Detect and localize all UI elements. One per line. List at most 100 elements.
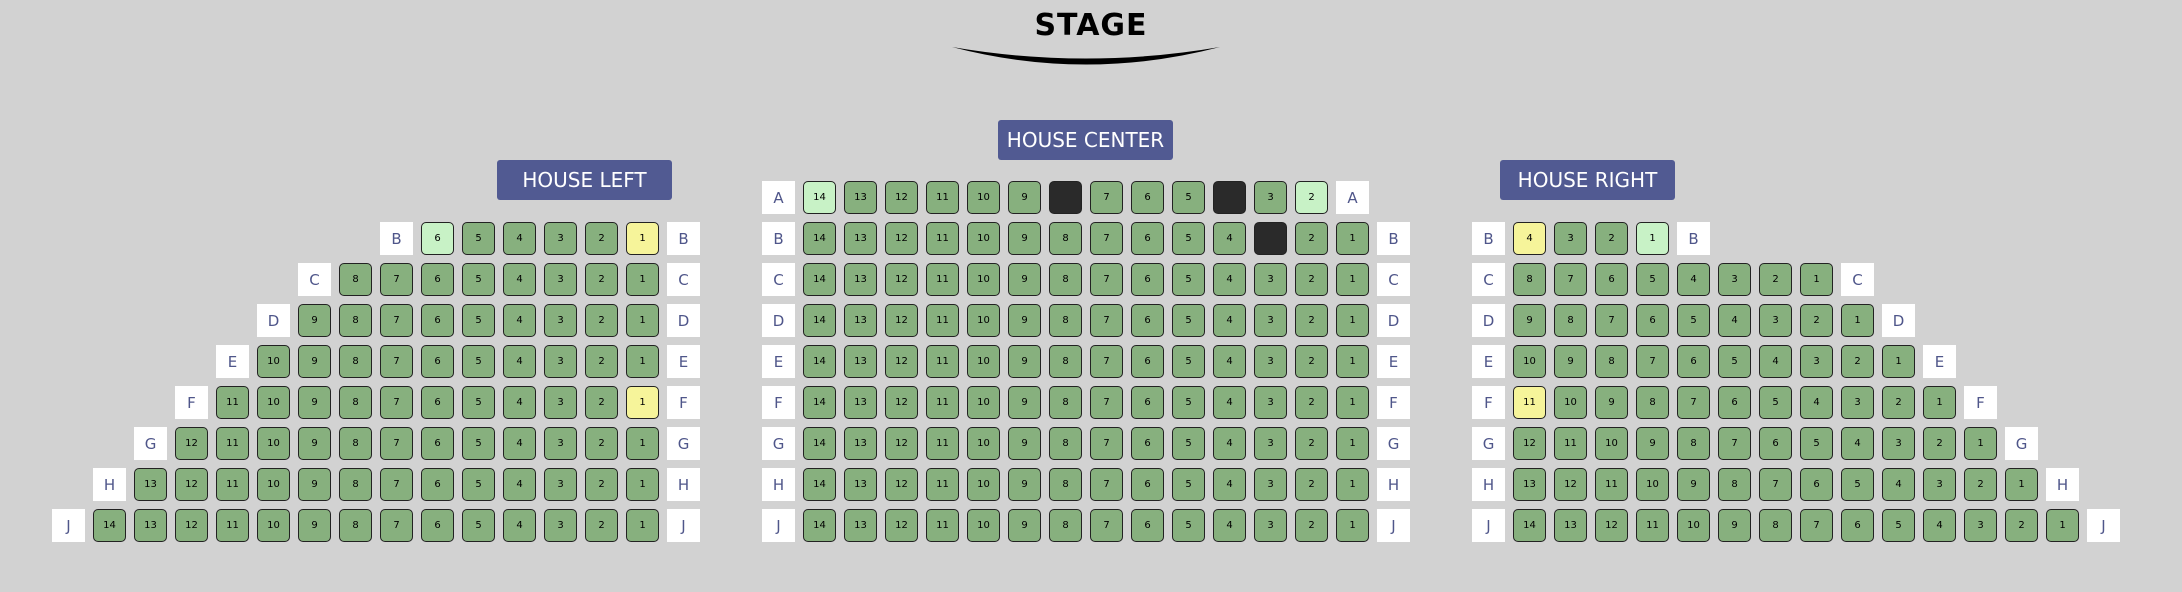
center-seat-a-10[interactable]: 10 xyxy=(967,181,1000,214)
right-seat-g-4[interactable]: 4 xyxy=(1841,427,1874,460)
right-seat-h-4[interactable]: 4 xyxy=(1882,468,1915,501)
center-seat-j-6[interactable]: 6 xyxy=(1131,509,1164,542)
center-seat-c-1[interactable]: 1 xyxy=(1336,263,1369,296)
center-seat-j-8[interactable]: 8 xyxy=(1049,509,1082,542)
left-seat-f-11[interactable]: 11 xyxy=(216,386,249,419)
right-seat-f-1[interactable]: 1 xyxy=(1923,386,1956,419)
left-seat-j-11[interactable]: 11 xyxy=(216,509,249,542)
left-seat-g-9[interactable]: 9 xyxy=(298,427,331,460)
left-seat-e-1[interactable]: 1 xyxy=(626,345,659,378)
right-seat-j-11[interactable]: 11 xyxy=(1636,509,1669,542)
center-seat-j-9[interactable]: 9 xyxy=(1008,509,1041,542)
center-seat-b-1[interactable]: 1 xyxy=(1336,222,1369,255)
left-seat-h-3[interactable]: 3 xyxy=(544,468,577,501)
center-seat-b-3[interactable]: 3 xyxy=(1254,222,1287,255)
center-seat-a-9[interactable]: 9 xyxy=(1008,181,1041,214)
center-seat-c-11[interactable]: 11 xyxy=(926,263,959,296)
right-seat-e-7[interactable]: 7 xyxy=(1636,345,1669,378)
right-seat-d-9[interactable]: 9 xyxy=(1513,304,1546,337)
center-seat-h-3[interactable]: 3 xyxy=(1254,468,1287,501)
center-seat-g-11[interactable]: 11 xyxy=(926,427,959,460)
center-seat-d-4[interactable]: 4 xyxy=(1213,304,1246,337)
left-seat-f-1[interactable]: 1 xyxy=(626,386,659,419)
left-seat-b-2[interactable]: 2 xyxy=(585,222,618,255)
right-seat-f-8[interactable]: 8 xyxy=(1636,386,1669,419)
center-seat-f-12[interactable]: 12 xyxy=(885,386,918,419)
right-seat-e-6[interactable]: 6 xyxy=(1677,345,1710,378)
center-seat-f-9[interactable]: 9 xyxy=(1008,386,1041,419)
right-seat-d-4[interactable]: 4 xyxy=(1718,304,1751,337)
center-seat-h-13[interactable]: 13 xyxy=(844,468,877,501)
center-seat-c-12[interactable]: 12 xyxy=(885,263,918,296)
center-seat-j-14[interactable]: 14 xyxy=(803,509,836,542)
right-seat-j-8[interactable]: 8 xyxy=(1759,509,1792,542)
right-seat-g-6[interactable]: 6 xyxy=(1759,427,1792,460)
left-seat-g-10[interactable]: 10 xyxy=(257,427,290,460)
center-seat-b-7[interactable]: 7 xyxy=(1090,222,1123,255)
center-seat-e-4[interactable]: 4 xyxy=(1213,345,1246,378)
right-seat-d-2[interactable]: 2 xyxy=(1800,304,1833,337)
center-seat-h-12[interactable]: 12 xyxy=(885,468,918,501)
right-seat-g-9[interactable]: 9 xyxy=(1636,427,1669,460)
center-seat-j-12[interactable]: 12 xyxy=(885,509,918,542)
center-seat-e-13[interactable]: 13 xyxy=(844,345,877,378)
center-seat-a-6[interactable]: 6 xyxy=(1131,181,1164,214)
right-seat-b-1[interactable]: 1 xyxy=(1636,222,1669,255)
right-seat-h-12[interactable]: 12 xyxy=(1554,468,1587,501)
left-seat-h-2[interactable]: 2 xyxy=(585,468,618,501)
left-seat-g-1[interactable]: 1 xyxy=(626,427,659,460)
right-seat-g-7[interactable]: 7 xyxy=(1718,427,1751,460)
left-seat-h-5[interactable]: 5 xyxy=(462,468,495,501)
left-seat-d-1[interactable]: 1 xyxy=(626,304,659,337)
left-seat-e-5[interactable]: 5 xyxy=(462,345,495,378)
center-seat-e-9[interactable]: 9 xyxy=(1008,345,1041,378)
center-seat-h-6[interactable]: 6 xyxy=(1131,468,1164,501)
center-seat-f-1[interactable]: 1 xyxy=(1336,386,1369,419)
center-seat-c-7[interactable]: 7 xyxy=(1090,263,1123,296)
center-seat-b-9[interactable]: 9 xyxy=(1008,222,1041,255)
left-seat-h-4[interactable]: 4 xyxy=(503,468,536,501)
center-seat-a-8[interactable]: 8 xyxy=(1049,181,1082,214)
center-seat-f-6[interactable]: 6 xyxy=(1131,386,1164,419)
left-seat-f-5[interactable]: 5 xyxy=(462,386,495,419)
center-seat-d-11[interactable]: 11 xyxy=(926,304,959,337)
right-seat-c-2[interactable]: 2 xyxy=(1759,263,1792,296)
right-seat-f-3[interactable]: 3 xyxy=(1841,386,1874,419)
center-seat-j-2[interactable]: 2 xyxy=(1295,509,1328,542)
right-seat-j-6[interactable]: 6 xyxy=(1841,509,1874,542)
right-seat-e-4[interactable]: 4 xyxy=(1759,345,1792,378)
center-seat-g-2[interactable]: 2 xyxy=(1295,427,1328,460)
center-seat-a-11[interactable]: 11 xyxy=(926,181,959,214)
right-seat-f-6[interactable]: 6 xyxy=(1718,386,1751,419)
left-seat-f-8[interactable]: 8 xyxy=(339,386,372,419)
center-seat-j-7[interactable]: 7 xyxy=(1090,509,1123,542)
right-seat-b-2[interactable]: 2 xyxy=(1595,222,1628,255)
center-seat-d-1[interactable]: 1 xyxy=(1336,304,1369,337)
center-seat-h-9[interactable]: 9 xyxy=(1008,468,1041,501)
right-seat-f-9[interactable]: 9 xyxy=(1595,386,1628,419)
center-seat-h-14[interactable]: 14 xyxy=(803,468,836,501)
center-seat-c-2[interactable]: 2 xyxy=(1295,263,1328,296)
center-seat-d-8[interactable]: 8 xyxy=(1049,304,1082,337)
center-seat-c-10[interactable]: 10 xyxy=(967,263,1000,296)
right-seat-j-2[interactable]: 2 xyxy=(2005,509,2038,542)
center-seat-d-14[interactable]: 14 xyxy=(803,304,836,337)
left-seat-c-5[interactable]: 5 xyxy=(462,263,495,296)
center-seat-c-6[interactable]: 6 xyxy=(1131,263,1164,296)
center-seat-f-2[interactable]: 2 xyxy=(1295,386,1328,419)
center-seat-b-14[interactable]: 14 xyxy=(803,222,836,255)
left-seat-j-13[interactable]: 13 xyxy=(134,509,167,542)
center-seat-j-1[interactable]: 1 xyxy=(1336,509,1369,542)
left-seat-h-12[interactable]: 12 xyxy=(175,468,208,501)
left-seat-b-6[interactable]: 6 xyxy=(421,222,454,255)
left-seat-d-7[interactable]: 7 xyxy=(380,304,413,337)
right-seat-h-2[interactable]: 2 xyxy=(1964,468,1997,501)
right-seat-g-2[interactable]: 2 xyxy=(1923,427,1956,460)
center-seat-d-12[interactable]: 12 xyxy=(885,304,918,337)
center-seat-g-4[interactable]: 4 xyxy=(1213,427,1246,460)
right-seat-c-6[interactable]: 6 xyxy=(1595,263,1628,296)
left-seat-j-1[interactable]: 1 xyxy=(626,509,659,542)
right-seat-g-3[interactable]: 3 xyxy=(1882,427,1915,460)
center-seat-a-14[interactable]: 14 xyxy=(803,181,836,214)
right-seat-g-8[interactable]: 8 xyxy=(1677,427,1710,460)
